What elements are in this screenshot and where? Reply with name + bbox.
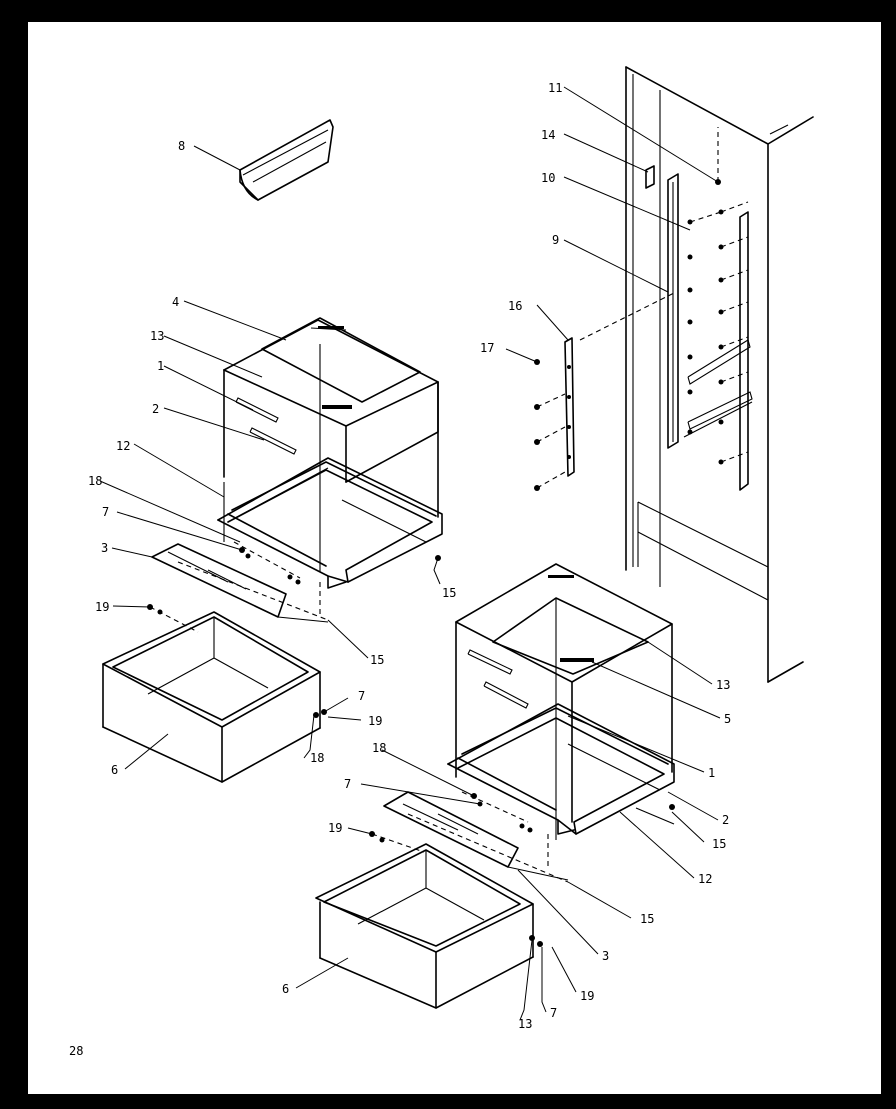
lower-crisper-drawer	[315, 843, 543, 1009]
upper-crisper-drawer	[102, 611, 327, 783]
callout-2: 2	[722, 813, 729, 827]
callout-2: 2	[152, 402, 159, 416]
callout-19: 19	[368, 714, 382, 728]
callout-7: 7	[358, 689, 365, 703]
callout-18: 18	[372, 741, 386, 755]
callout-12: 12	[116, 439, 130, 453]
lower-drawer-rail-cover	[383, 791, 569, 883]
callout-11: 11	[548, 81, 562, 95]
lower-crisper-frame	[447, 703, 675, 835]
callout-numbers: 8 11 14 10 9 16 17 4 13 1 2 12 18 7 3 15…	[88, 81, 731, 1031]
lower-fasteners	[369, 793, 675, 843]
callout-7: 7	[102, 505, 109, 519]
exploded-view-drawing: 8 11 14 10 9 16 17 4 13 1 2 12 18 7 3 15…	[88, 66, 814, 1031]
callout-8: 8	[178, 139, 185, 153]
dairy-bracket	[239, 119, 334, 201]
upper-drawer-rail-cover	[151, 541, 329, 623]
callout-6: 6	[282, 982, 289, 996]
callout-13: 13	[518, 1017, 532, 1031]
callout-14: 14	[541, 128, 555, 142]
upper-crisper-frame	[217, 457, 443, 589]
callout-19: 19	[580, 989, 594, 1003]
callout-7: 7	[550, 1006, 557, 1020]
callout-3: 3	[101, 541, 108, 555]
callout-17: 17	[480, 341, 494, 355]
callout-1: 1	[157, 359, 164, 373]
callout-1: 1	[708, 766, 715, 780]
callout-13: 13	[716, 678, 730, 692]
callout-15: 15	[442, 586, 456, 600]
callout-18: 18	[88, 474, 102, 488]
callout-19: 19	[95, 600, 109, 614]
side-rail	[534, 337, 575, 491]
leader-lines	[99, 86, 721, 1021]
callout-10: 10	[541, 171, 555, 185]
cabinet-liner	[579, 66, 814, 683]
callout-12: 12	[698, 872, 712, 886]
callout-5: 5	[724, 712, 731, 726]
callout-15: 15	[712, 837, 726, 851]
callout-19: 19	[328, 821, 342, 835]
callout-18: 18	[310, 751, 324, 765]
callout-13: 13	[150, 329, 164, 343]
upper-crisper-cover	[223, 317, 439, 572]
page-number: 28	[69, 1044, 84, 1058]
callout-6: 6	[111, 763, 118, 777]
callout-3: 3	[602, 949, 609, 963]
lower-crisper-cover	[455, 563, 673, 840]
parts-diagram-sheet: 8 11 14 10 9 16 17 4 13 1 2 12 18 7 3 15…	[28, 22, 881, 1094]
callout-7: 7	[344, 777, 351, 791]
callout-16: 16	[508, 299, 522, 313]
callout-15: 15	[370, 653, 384, 667]
callout-4: 4	[172, 295, 179, 309]
callout-15: 15	[640, 912, 654, 926]
callout-9: 9	[552, 233, 559, 247]
